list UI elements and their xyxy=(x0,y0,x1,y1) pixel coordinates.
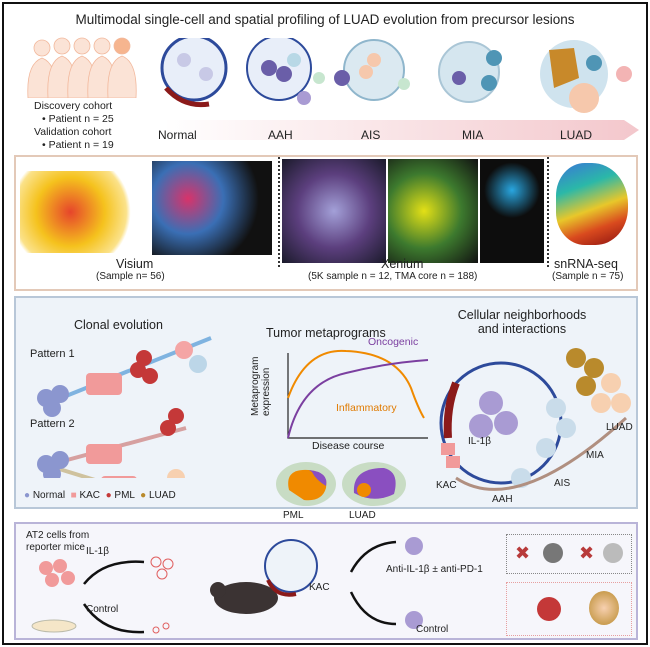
inflammatory-label: Inflammatory xyxy=(336,402,397,414)
progression-arrow xyxy=(164,120,639,140)
normal-cell-icon: ● xyxy=(24,490,31,501)
clonal-title: Clonal evolution xyxy=(74,318,163,332)
mia-lesion xyxy=(438,41,502,103)
snrna-sample: (Sample n = 75) xyxy=(552,271,624,282)
xenium-image-2 xyxy=(388,159,478,263)
analysis-panel: Clonal evolution Pattern 1 Pattern 2 ● N… xyxy=(14,296,638,509)
luad-cell-icon: ● xyxy=(140,490,147,501)
blocked-outcome-box: ✖ ✖ xyxy=(506,534,632,574)
xenium-image-1 xyxy=(282,159,386,263)
arc-label-luad: LUAD xyxy=(606,422,633,433)
pattern2-label: Pattern 2 xyxy=(30,418,75,430)
mouse-kac-label: KAC xyxy=(309,582,330,593)
aah-lesion xyxy=(246,38,325,105)
validation-patient-count: • Patient n = 19 xyxy=(42,139,114,151)
visium-label: Visium xyxy=(116,257,154,271)
stage-lesions-illustration xyxy=(160,38,639,140)
validation-cohort-label: Validation cohort xyxy=(34,126,112,138)
control2-label: Control xyxy=(416,624,449,635)
snrna-umap xyxy=(556,163,628,245)
xenium-label: Xenium xyxy=(381,257,424,271)
grey-cell xyxy=(603,543,623,563)
stage-aah: AAH xyxy=(268,128,293,142)
xenium-image-3 xyxy=(480,159,544,263)
il1b-treatment-label: IL-1β xyxy=(86,546,109,557)
discovery-cohort-label: Discovery cohort xyxy=(34,100,113,112)
visium-sample: (Sample n= 56) xyxy=(96,271,165,282)
arc-label-ais: AIS xyxy=(554,478,571,489)
luad-cluster xyxy=(589,591,619,625)
metaprograms-title: Tumor metaprograms xyxy=(266,326,386,340)
organoid-assay-illustration xyxy=(31,556,174,634)
cross-icon: ✖ xyxy=(515,543,531,563)
clonal-patterns-illustration xyxy=(37,336,212,478)
figure-title: Multimodal single-cell and spatial profi… xyxy=(75,12,575,27)
blob-label-luad: LUAD xyxy=(349,510,376,521)
patients-silhouette-icon xyxy=(27,37,137,98)
visium-image-1 xyxy=(20,171,146,253)
inflammatory-curve xyxy=(287,349,425,419)
visium-image-2 xyxy=(152,161,272,255)
metaprogram-xlabel: Disease course xyxy=(312,440,385,452)
arc-label-mia: MIA xyxy=(586,450,604,461)
anti-il1b-label: Anti-IL-1β ± anti-PD-1 xyxy=(386,564,483,575)
pml-cell xyxy=(537,597,561,621)
stage-normal: Normal xyxy=(158,128,197,142)
cross-icon: ✖ xyxy=(579,543,595,563)
il1b-label: IL-1β xyxy=(468,436,491,447)
oncogenic-curve xyxy=(287,359,429,439)
xenium-sample: (5K sample n = 12, TMA core n = 188) xyxy=(308,271,478,282)
stage-ais: AIS xyxy=(361,128,381,142)
stage-luad: LUAD xyxy=(560,128,593,142)
metaprogram-chart xyxy=(287,349,429,439)
grey-cell xyxy=(543,543,563,563)
pattern1-label: Pattern 1 xyxy=(30,348,75,360)
luad-lesion xyxy=(540,40,632,113)
control-label: Control xyxy=(86,604,119,615)
treatment-arrows xyxy=(349,537,423,629)
clonal-legend: ● Normal ■ KAC ● PML ● LUAD xyxy=(24,490,176,501)
divider xyxy=(547,157,549,267)
platforms-panel: Visium (Sample n= 56) Xenium (5K sample … xyxy=(14,155,638,291)
discovery-n: Patient n = 25 xyxy=(48,113,114,125)
kac-label: KAC xyxy=(436,480,457,491)
snrna-label: snRNA-seq xyxy=(554,257,618,271)
normal-alveolus xyxy=(160,38,228,108)
mouse-icon xyxy=(210,539,318,614)
neighborhood-illustration xyxy=(439,348,631,491)
validation-n: Patient n = 19 xyxy=(48,139,114,151)
arc-label-aah: AAH xyxy=(492,494,513,505)
progression-outcome-box xyxy=(506,582,632,636)
kac-cell-icon: ■ xyxy=(70,490,77,501)
pml-cell-icon: ● xyxy=(105,490,112,501)
blob-label-pml: PML xyxy=(283,510,304,521)
ais-lesion xyxy=(334,39,410,101)
pml-luad-blobs xyxy=(276,462,406,506)
discovery-patient-count: • Patient n = 25 xyxy=(42,113,114,125)
divider xyxy=(278,157,280,267)
stage-mia: MIA xyxy=(462,128,484,142)
oncogenic-label: Oncogenic xyxy=(368,336,419,348)
